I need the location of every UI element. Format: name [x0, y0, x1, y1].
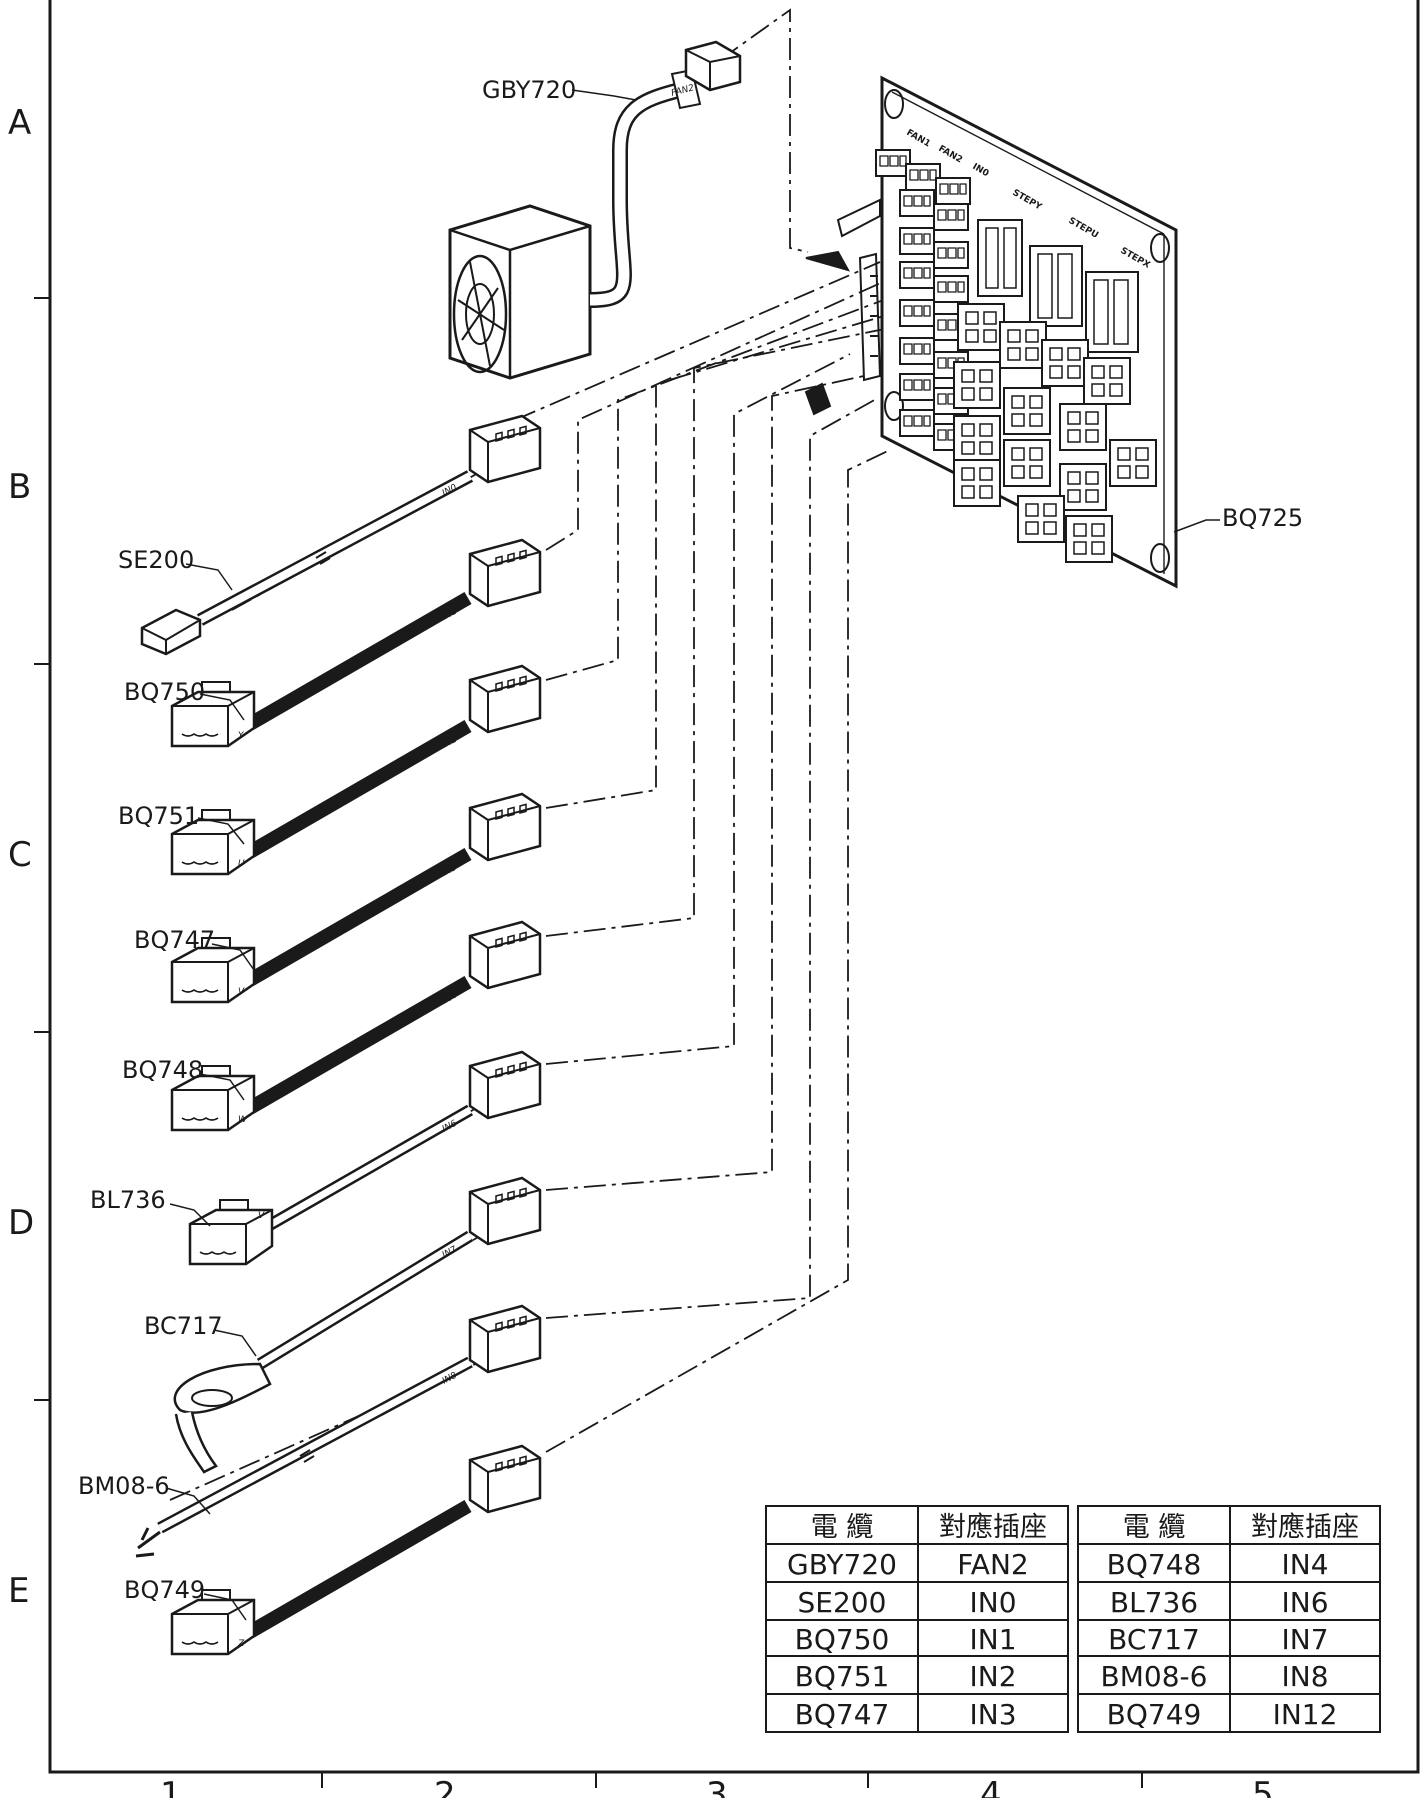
plug-letter-z: Z: [237, 1639, 245, 1649]
col-zone-4: 4: [980, 1775, 1002, 1798]
table-cell: GBY720: [787, 1548, 897, 1581]
row-zone-d: D: [8, 1203, 34, 1243]
plug-letter-y: Y: [238, 731, 245, 741]
zone-ticks: [34, 297, 1143, 1788]
table-cell: IN3: [969, 1698, 1016, 1731]
label-bq748: BQ748: [122, 1056, 203, 1084]
table-cell: BC717: [1108, 1623, 1200, 1656]
drawing-frame: [48, 0, 1420, 1774]
cable-bq749: IN12 Z: [170, 1444, 542, 1656]
cable-bc717: IN7: [173, 1176, 542, 1474]
label-bc717: BC717: [144, 1312, 223, 1340]
table-cell: IN4: [1281, 1548, 1328, 1581]
table-cell: IN8: [1281, 1660, 1328, 1693]
col-zone-3: 3: [706, 1775, 728, 1798]
cable-se200: IN0: [140, 414, 542, 656]
row-zone-b: B: [8, 467, 31, 507]
col-zone-1: 1: [160, 1775, 182, 1798]
cable-connector-table: [765, 1505, 1381, 1733]
label-bq750: BQ750: [124, 678, 205, 706]
board-plugs: [804, 198, 882, 416]
table-cell: BQ749: [1107, 1698, 1202, 1731]
label-bq747: BQ747: [134, 926, 215, 954]
table-cell: IN12: [1273, 1698, 1338, 1731]
table-cell: IN1: [969, 1623, 1016, 1656]
table-header-socket-left: 對應插座: [939, 1512, 1047, 1543]
fan-gby720: FAN2: [448, 40, 742, 380]
table-cell: BL736: [1110, 1586, 1198, 1619]
table-header-cable-left: 電 纜: [811, 1512, 874, 1543]
table-cell: IN6: [1281, 1586, 1328, 1619]
table-cell: BQ751: [795, 1660, 890, 1693]
control-board-bq725: FAN1 FAN2 IN0 STEPY STEPU STEPX: [875, 75, 1178, 589]
row-zone-c: C: [8, 835, 32, 875]
plug-letter-v-bl736: V: [258, 1211, 265, 1221]
col-zone-2: 2: [434, 1775, 456, 1798]
label-bq751: BQ751: [118, 802, 199, 830]
table-cell: IN7: [1281, 1623, 1328, 1656]
label-bq749: BQ749: [124, 1576, 205, 1604]
table-cell: FAN2: [957, 1548, 1028, 1581]
table-cell: BM08-6: [1101, 1660, 1208, 1693]
label-bl736: BL736: [90, 1186, 166, 1214]
label-gby720: GBY720: [482, 76, 576, 104]
table-cell: BQ750: [795, 1623, 890, 1656]
table-cell: BQ748: [1107, 1548, 1202, 1581]
row-zone-e: E: [8, 1571, 29, 1611]
col-zone-5: 5: [1252, 1775, 1274, 1798]
label-bm08-6: BM08-6: [78, 1472, 170, 1500]
label-bq725: BQ725: [1222, 504, 1303, 532]
table-cell: BQ747: [795, 1698, 890, 1731]
plug-letter-u: U: [238, 859, 245, 869]
row-zone-a: A: [8, 103, 31, 143]
plug-letter-w: W: [238, 1115, 248, 1125]
table-cell: SE200: [798, 1586, 887, 1619]
table-cell: IN0: [969, 1586, 1016, 1619]
label-se200: SE200: [118, 546, 194, 574]
plug-letter-v: V: [238, 987, 245, 997]
table-cell: IN2: [969, 1660, 1016, 1693]
table-header-cable-right: 電 纜: [1123, 1512, 1186, 1543]
table-header-socket-right: 對應插座: [1251, 1512, 1359, 1543]
